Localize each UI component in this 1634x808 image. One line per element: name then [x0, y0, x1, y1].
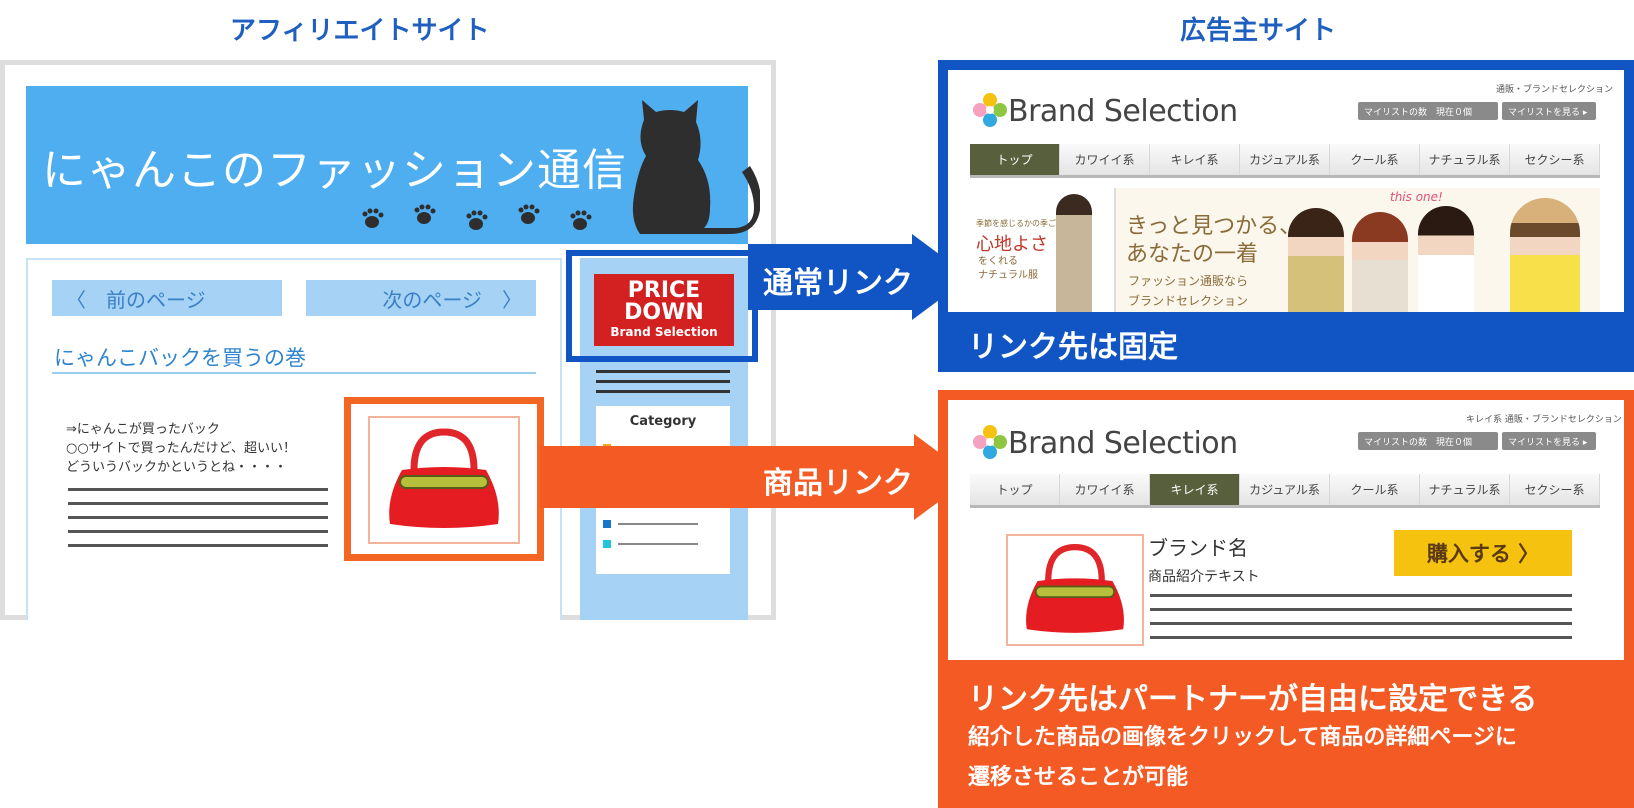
text-placeholder-line [68, 544, 328, 547]
hero-tag2: ブランドセレクション [1128, 294, 1249, 308]
flower-logo-icon [973, 93, 1007, 127]
tab-sexy[interactable]: セクシー系 [1510, 474, 1600, 505]
text-placeholder-line [68, 530, 328, 533]
hero-model-figure [1056, 194, 1092, 312]
tab-top[interactable]: トップ [970, 144, 1060, 175]
tab-top[interactable]: トップ [970, 474, 1060, 505]
mylist-view-button[interactable]: マイリストを見る ▸ [1502, 432, 1596, 450]
sidebar-line [596, 370, 730, 373]
buy-button[interactable]: 購入する 〉 [1394, 530, 1572, 576]
tab-kawaii[interactable]: カワイイ系 [1060, 144, 1150, 175]
hero-tag1: ファッション通販なら [1128, 274, 1249, 288]
flower-logo-icon [973, 425, 1007, 459]
article-line: ⇒にゃんこが買ったバック [66, 422, 220, 437]
top-right-label: キレイ系 通販・ブランドセレクション [1466, 415, 1622, 425]
tab-kirei[interactable]: キレイ系 [1150, 474, 1240, 505]
detail-placeholder-line [1150, 622, 1572, 625]
mylist-count[interactable]: マイリストの数 現在０個 [1358, 432, 1498, 450]
tab-cool[interactable]: クール系 [1330, 144, 1420, 175]
category-title: Category [629, 414, 697, 429]
nav-tabs: トップ カワイイ系 キレイ系 カジュアル系 クール系 ナチュラル系 セクシー系 [970, 144, 1600, 178]
handbag-icon [1026, 544, 1124, 633]
affiliate-title: アフィリエイトサイト [230, 16, 490, 46]
hero-sub2-text: ナチュラル服 [978, 270, 1038, 281]
prev-page-button[interactable]: 〈 前のページ [52, 280, 282, 316]
text-placeholder-line [68, 488, 328, 491]
product-description: 商品紹介テキスト [1148, 569, 1260, 585]
category-item-line [618, 543, 698, 545]
hero-sub-text: をくれる [978, 256, 1018, 267]
paw-prints-icon [362, 204, 592, 230]
banner-line1: PRICE [627, 278, 701, 303]
product-link-description-line1: 紹介した商品の画像をクリックして商品の詳細ページに [968, 725, 1517, 750]
tab-natural[interactable]: ナチュラル系 [1420, 144, 1510, 175]
article-title: にゃんこバックを買うの巻 [54, 346, 306, 370]
next-page-button[interactable]: 次のページ 〉 [306, 280, 536, 316]
product-link-highlight [344, 397, 544, 561]
article-line: ○○サイトで買ったんだけど、超いい！ [66, 441, 297, 456]
text-placeholder-line [68, 502, 328, 505]
brand-logo[interactable]: Brand Selection [1008, 94, 1238, 129]
banner-line2: DOWN [624, 300, 704, 325]
tab-casual[interactable]: カジュアル系 [1240, 144, 1330, 175]
nav-tabs: トップ カワイイ系 キレイ系 カジュアル系 クール系 ナチュラル系 セクシー系 [970, 474, 1600, 508]
product-link-arrow [540, 434, 972, 520]
hero-model [1510, 198, 1580, 312]
brand-logo[interactable]: Brand Selection [1008, 426, 1238, 461]
tab-kawaii[interactable]: カワイイ系 [1060, 474, 1150, 505]
banner-highlight [566, 250, 758, 362]
banner-brand: Brand Selection [610, 325, 718, 339]
hero-model [1352, 212, 1408, 312]
advertiser-title: 広告主サイト [1180, 16, 1337, 46]
cat-icon [632, 100, 760, 234]
affiliate-header [26, 86, 748, 244]
text-placeholder-line [68, 516, 328, 519]
hero-this-one: this one! [1390, 190, 1443, 204]
detail-placeholder-line [1150, 636, 1572, 639]
category-item[interactable] [603, 520, 611, 528]
detail-placeholder-line [1150, 594, 1572, 597]
tab-cool[interactable]: クール系 [1330, 474, 1420, 505]
category-item[interactable] [603, 540, 611, 548]
hero-headline1: きっと見つかる、 [1126, 214, 1302, 239]
product-link-description: 紹介した商品の画像をクリックして商品の詳細ページに 遷移させることが可能 [968, 718, 1517, 798]
normal-link-arrow [748, 234, 970, 320]
article-body: ⇒にゃんこが買ったバック ○○サイトで買ったんだけど、超いい！ どういうバックか… [66, 420, 296, 477]
handbag-icon[interactable] [380, 424, 508, 536]
normal-link-label: 通常リンク [763, 266, 913, 301]
mylist-count[interactable]: マイリストの数 現在０個 [1358, 102, 1498, 120]
detail-placeholder-line [1150, 608, 1572, 611]
article-title-rule [52, 372, 536, 374]
sidebar-line [596, 390, 730, 393]
article-line: どういうバックかというとね・・・・ [66, 460, 288, 475]
hero-banner[interactable]: 季節を感じるかの季ごなし 心地よさ をくれる ナチュラル服 きっと見つかる、 あ… [970, 188, 1600, 312]
hero-small-text: 季節を感じるかの季ごなし [976, 219, 1072, 228]
hero-model [1418, 206, 1474, 312]
hero-headline2: あなたの一着 [1126, 242, 1259, 267]
product-link-caption: リンク先はパートナーが自由に設定できる [968, 682, 1538, 717]
normal-link-caption: リンク先は固定 [968, 330, 1178, 365]
tab-casual[interactable]: カジュアル系 [1240, 474, 1330, 505]
category-item-line [618, 523, 698, 525]
product-link-description-line2: 遷移させることが可能 [968, 765, 1189, 790]
brand-name: ブランド名 [1148, 536, 1248, 560]
hero-main-text: 心地よさ [976, 234, 1048, 255]
top-right-label: 通販・ブランドセレクション [1496, 85, 1614, 95]
mylist-view-button[interactable]: マイリストを見る ▸ [1502, 102, 1596, 120]
tab-sexy[interactable]: セクシー系 [1510, 144, 1600, 175]
tab-kirei[interactable]: キレイ系 [1150, 144, 1240, 175]
sidebar-line [596, 380, 730, 383]
hero-model [1288, 208, 1344, 312]
product-link-label: 商品リンク [763, 466, 913, 501]
tab-natural[interactable]: ナチュラル系 [1420, 474, 1510, 505]
price-down-banner[interactable]: PRICE DOWN Brand Selection [594, 274, 734, 346]
affiliate-header-title: にゃんこのファッション通信 [42, 145, 627, 196]
